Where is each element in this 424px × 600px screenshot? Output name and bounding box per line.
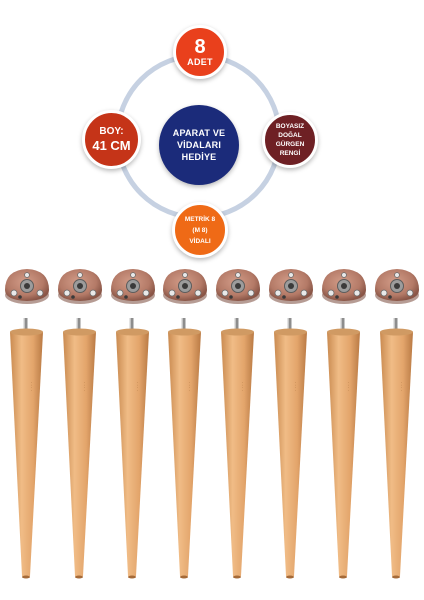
mounting-plate xyxy=(110,269,155,304)
leg-set: · · · · xyxy=(53,262,106,584)
length-badge: BOY: 41 CM xyxy=(82,110,141,169)
mounting-plate xyxy=(374,269,419,304)
svg-text:· · · ·: · · · · xyxy=(135,382,140,391)
quantity-badge: 8 ADET xyxy=(173,25,227,79)
wooden-leg: · · · · xyxy=(326,328,360,579)
leg-set: · · · · xyxy=(158,262,211,584)
color-line-4: RENGİ xyxy=(279,150,301,157)
svg-text:· · · ·: · · · · xyxy=(346,382,351,391)
mounting-plate xyxy=(5,269,49,304)
screw xyxy=(76,318,81,330)
screw xyxy=(393,318,398,330)
wooden-leg: · · · · xyxy=(379,328,413,579)
svg-text:· · · ·: · · · · xyxy=(82,382,87,391)
screw-line-3: VİDALI xyxy=(189,237,211,245)
gift-line-1: APARAT VE xyxy=(172,128,226,138)
wooden-leg: · · · · xyxy=(62,328,96,579)
screw xyxy=(234,318,239,330)
mounting-plate xyxy=(321,269,366,304)
svg-text:· · · ·: · · · · xyxy=(293,382,298,391)
wooden-leg: · · · · xyxy=(168,328,202,579)
wooden-leg: · · · · xyxy=(115,328,149,579)
color-line-1: BOYASIZ xyxy=(275,123,305,130)
color-line-2: DOĞAL xyxy=(278,132,302,139)
screw-badge: METRİK 8 (M 8) VİDALI xyxy=(172,202,228,258)
leg-set: · · · · xyxy=(370,262,423,584)
screw xyxy=(23,318,28,330)
svg-text:· · · ·: · · · · xyxy=(29,382,34,391)
svg-text:· · · ·: · · · · xyxy=(240,382,245,391)
svg-text:· · · ·: · · · · xyxy=(399,382,404,391)
mounting-plate xyxy=(269,269,313,304)
mounting-plate xyxy=(216,269,261,304)
screw xyxy=(181,318,186,330)
leg-set: · · · · xyxy=(211,262,264,584)
gift-line-2: VİDALARI xyxy=(176,140,222,150)
screw xyxy=(287,318,292,330)
gift-line-3: HEDİYE xyxy=(181,152,217,162)
quantity-number: 8 xyxy=(194,35,206,58)
screw-line-2: (M 8) xyxy=(192,226,208,234)
wooden-leg: · · · · xyxy=(221,328,255,579)
leg-set: · · · · xyxy=(106,262,159,584)
color-line-3: GÜRGEN xyxy=(275,141,305,148)
svg-text:· · · ·: · · · · xyxy=(187,382,192,391)
wooden-leg: · · · · xyxy=(10,328,43,579)
color-badge: BOYASIZ DOĞAL GÜRGEN RENGİ xyxy=(262,112,318,168)
mounting-plate xyxy=(163,269,208,304)
length-value: 41 CM xyxy=(92,138,131,153)
leg-set: · · · · xyxy=(264,262,317,584)
leg-set: · · · · xyxy=(317,262,370,584)
quantity-unit: ADET xyxy=(187,56,213,67)
feature-diagram: 8 ADET BOY: 41 CM APARAT VE VİDALARI HED… xyxy=(0,0,424,262)
gift-badge: APARAT VE VİDALARI HEDİYE xyxy=(159,105,239,185)
screw xyxy=(129,318,134,330)
wooden-leg: · · · · xyxy=(274,328,307,579)
length-label: BOY: xyxy=(99,126,124,137)
screw xyxy=(340,318,345,330)
screw-line-1: METRİK 8 xyxy=(184,215,216,223)
mounting-plate xyxy=(57,269,102,304)
leg-product-row: · · · · · · · · · · · · · · · · · · · · · · ·… xyxy=(0,262,424,592)
leg-set: · · · · xyxy=(0,262,53,584)
